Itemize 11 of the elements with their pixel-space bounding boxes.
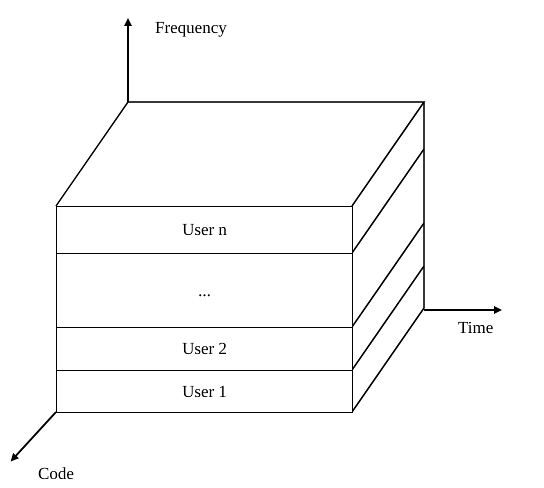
layer-label: User n [182, 220, 227, 240]
layer-slab [56, 327, 353, 371]
axis-label: Code [38, 464, 74, 484]
layer-slab [56, 206, 353, 254]
layer-label: User 2 [182, 339, 227, 359]
layer-slab [56, 370, 353, 413]
layer-label: ... [198, 280, 211, 300]
layer-label: User 1 [182, 382, 227, 402]
layer-slab [56, 253, 353, 328]
axis-label: Frequency [155, 18, 227, 38]
axis-label: Time [458, 318, 494, 338]
